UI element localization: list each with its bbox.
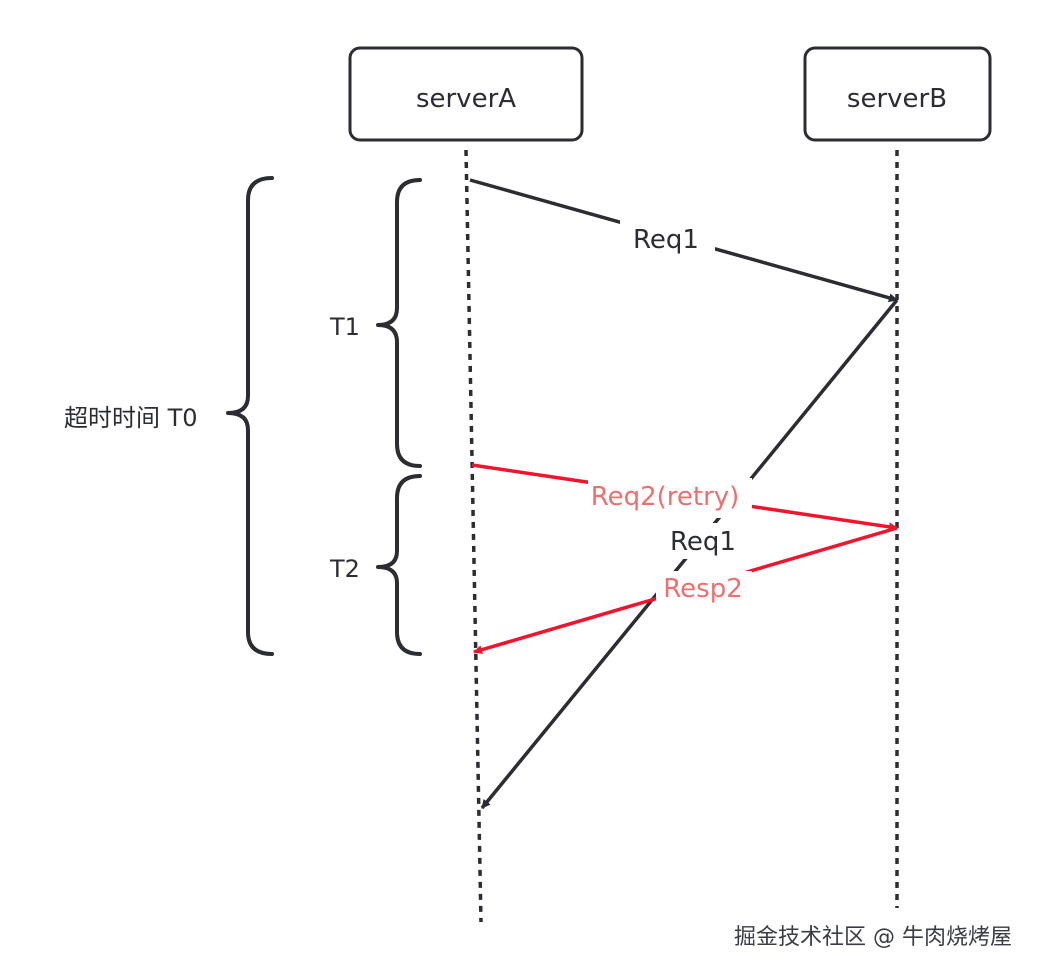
message-label-req2: Req2(retry) <box>591 482 740 512</box>
label-bg-resp2 <box>656 571 752 607</box>
bracket-t1 <box>376 178 422 468</box>
label-bg-req1 <box>620 218 715 262</box>
bracket-t2 <box>376 474 422 656</box>
message-label-req1-return: Req1 <box>670 527 736 557</box>
participant-box-server-b <box>803 46 992 142</box>
bracket-label-t1: T1 <box>329 313 360 341</box>
lifeline-server-a <box>464 149 483 923</box>
watermark: 掘金技术社区 @ 牛肉烧烤屋 <box>734 925 1012 950</box>
label-bg-req2 <box>588 478 752 518</box>
message-label-req1: Req1 <box>633 225 699 255</box>
message-label-resp2: Resp2 <box>663 574 743 604</box>
label-bg-req1-return <box>660 523 746 559</box>
participant-server-b: serverB <box>803 46 992 142</box>
bracket-label-t2: T2 <box>329 555 360 583</box>
participant-label-server-a: serverA <box>416 84 516 114</box>
participant-server-a: serverA <box>348 46 584 142</box>
bracket-label-t0: 超时时间 T0 <box>64 404 198 432</box>
participant-box-server-a <box>348 46 584 142</box>
bracket-t0 <box>226 176 274 656</box>
participant-label-server-b: serverB <box>847 84 947 114</box>
